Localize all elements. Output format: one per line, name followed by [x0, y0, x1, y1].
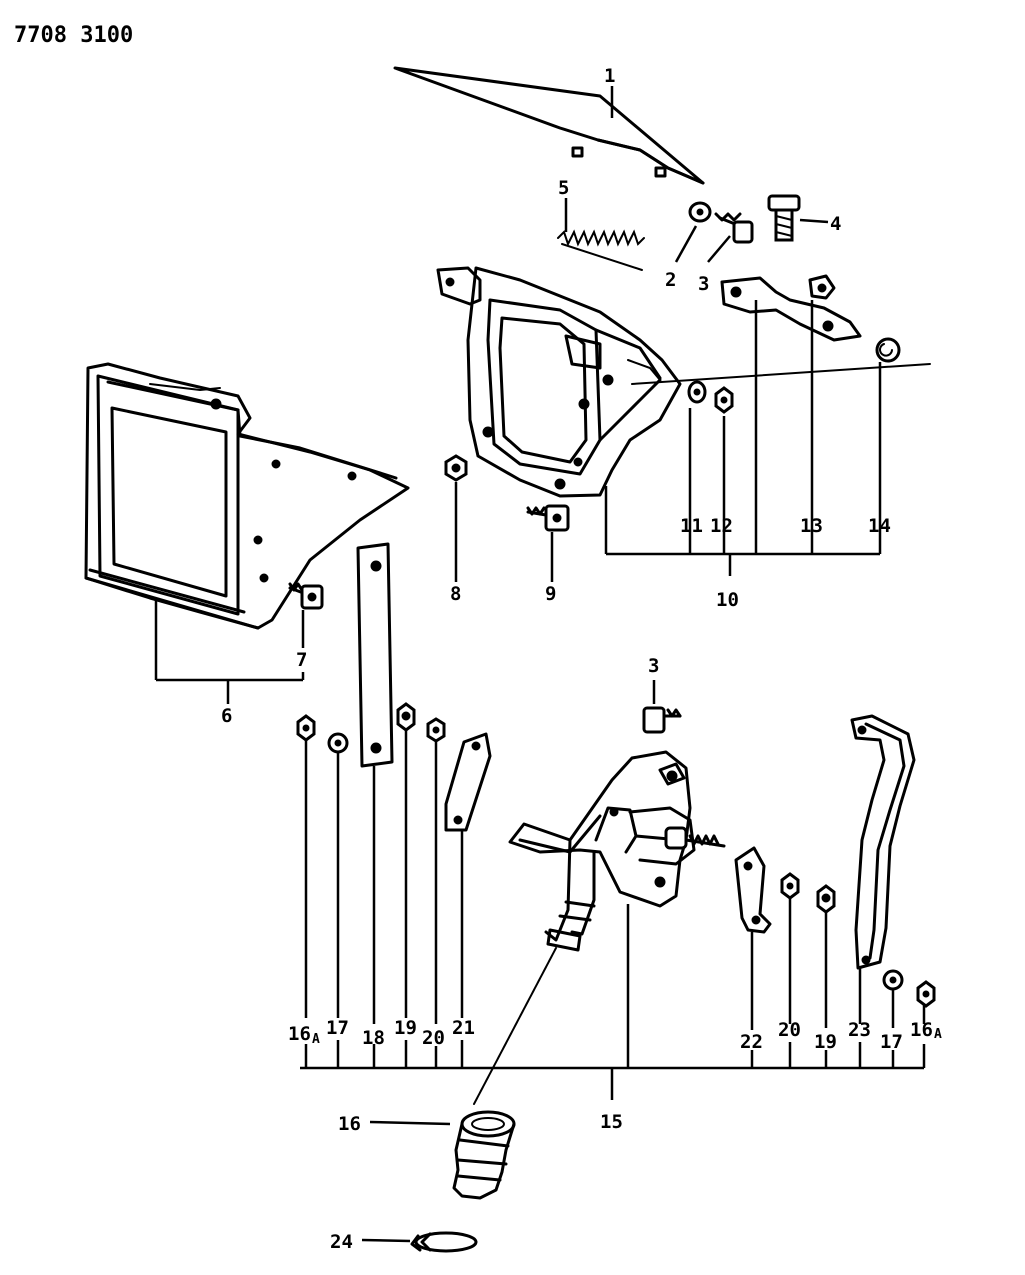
callout-1: 1 — [604, 65, 615, 118]
callout-17-right: 17 — [880, 1031, 903, 1053]
callout-9: 9 — [545, 532, 556, 605]
part-11-washer — [687, 380, 707, 404]
callout-20-left: 20 — [422, 1027, 445, 1049]
svg-text:3: 3 — [648, 655, 659, 677]
part-9-bolt — [526, 504, 570, 532]
part-16a-nut-left — [296, 714, 316, 742]
callout-16a-right: 16 — [910, 1019, 933, 1041]
alignment-line — [473, 947, 557, 1105]
part-3-bolt-top — [714, 212, 754, 244]
part-6-headlamp-bezel — [84, 362, 410, 630]
svg-text:1: 1 — [604, 65, 615, 87]
part-3-bolt-middle — [642, 706, 682, 734]
callout-5: 5 — [558, 177, 569, 232]
callout-11: 11 — [680, 515, 703, 537]
callout-18: 18 — [362, 1027, 385, 1049]
svg-text:5: 5 — [558, 177, 569, 199]
callout-21: 21 — [452, 1017, 475, 1039]
part-12-nut — [714, 386, 734, 414]
callout-20-right: 20 — [778, 1019, 801, 1041]
part-10-housing-bracket — [436, 266, 682, 498]
part-7-bolt — [288, 582, 324, 610]
callout-23: 23 — [848, 1019, 871, 1041]
callout-16a-left-suffix: A — [312, 1032, 320, 1047]
callout-15: 15 — [600, 1111, 623, 1133]
part-18-strip — [356, 542, 394, 768]
bracket-group-15 — [300, 730, 926, 1100]
part-17-washer-right — [882, 969, 904, 991]
callout-8: 8 — [450, 482, 461, 605]
part-14-cap — [875, 337, 901, 363]
bracket-group-6: 6 — [154, 600, 305, 727]
part-4-screw — [767, 194, 801, 242]
svg-text:2: 2 — [665, 269, 676, 291]
callout-16a-right-suffix: A — [934, 1027, 942, 1042]
part-20-nut-left — [426, 717, 446, 743]
callout-10: 10 — [716, 589, 739, 611]
document-id: 7708 3100 — [14, 23, 133, 48]
svg-text:3: 3 — [698, 273, 709, 295]
callout-13: 13 — [800, 515, 823, 537]
part-24-hose-clamp — [410, 1231, 478, 1253]
callout-22: 22 — [740, 1031, 763, 1053]
callout-7: 7 — [296, 610, 307, 671]
part-15-motor-actuator — [508, 750, 726, 952]
part-23-long-bracket — [850, 714, 916, 970]
callout-17-left: 17 — [326, 1017, 349, 1039]
part-20-nut-right — [780, 872, 800, 900]
part-13-adjuster-arm — [720, 274, 862, 342]
svg-text:8: 8 — [450, 583, 461, 605]
part-22-bracket — [734, 846, 772, 934]
callout-3-middle: 3 — [648, 655, 659, 704]
part-17-washer-left — [327, 732, 349, 754]
svg-text:16: 16 — [338, 1113, 361, 1135]
part-21-bracket — [444, 732, 492, 832]
callout-16a-left: 16 — [288, 1023, 311, 1045]
part-16-rubber-boot — [452, 1110, 516, 1200]
callout-12: 12 — [710, 515, 733, 537]
callout-14: 14 — [868, 515, 891, 537]
callout-16: 16 — [338, 1113, 451, 1135]
part-5-spring — [557, 229, 645, 271]
svg-text:24: 24 — [330, 1231, 353, 1253]
part-2-washer — [688, 201, 712, 223]
svg-text:4: 4 — [830, 213, 841, 235]
part-8-nut — [444, 454, 468, 482]
part-1-cover-plate — [393, 66, 705, 185]
svg-text:7: 7 — [296, 649, 307, 671]
part-19-nut-right — [816, 884, 836, 914]
callout-24: 24 — [330, 1231, 411, 1253]
part-19-nut-left — [396, 702, 416, 732]
bracket-group-10 — [604, 300, 882, 576]
callout-19-left: 19 — [394, 1017, 417, 1039]
callout-19-right: 19 — [814, 1031, 837, 1053]
leader-line-14 — [631, 363, 931, 385]
svg-text:9: 9 — [545, 583, 556, 605]
callout-6: 6 — [221, 705, 232, 727]
callout-2: 2 — [665, 225, 698, 291]
callout-4: 4 — [799, 213, 841, 235]
part-16a-nut-right — [916, 980, 936, 1008]
callout-3-top: 3 — [698, 235, 731, 295]
